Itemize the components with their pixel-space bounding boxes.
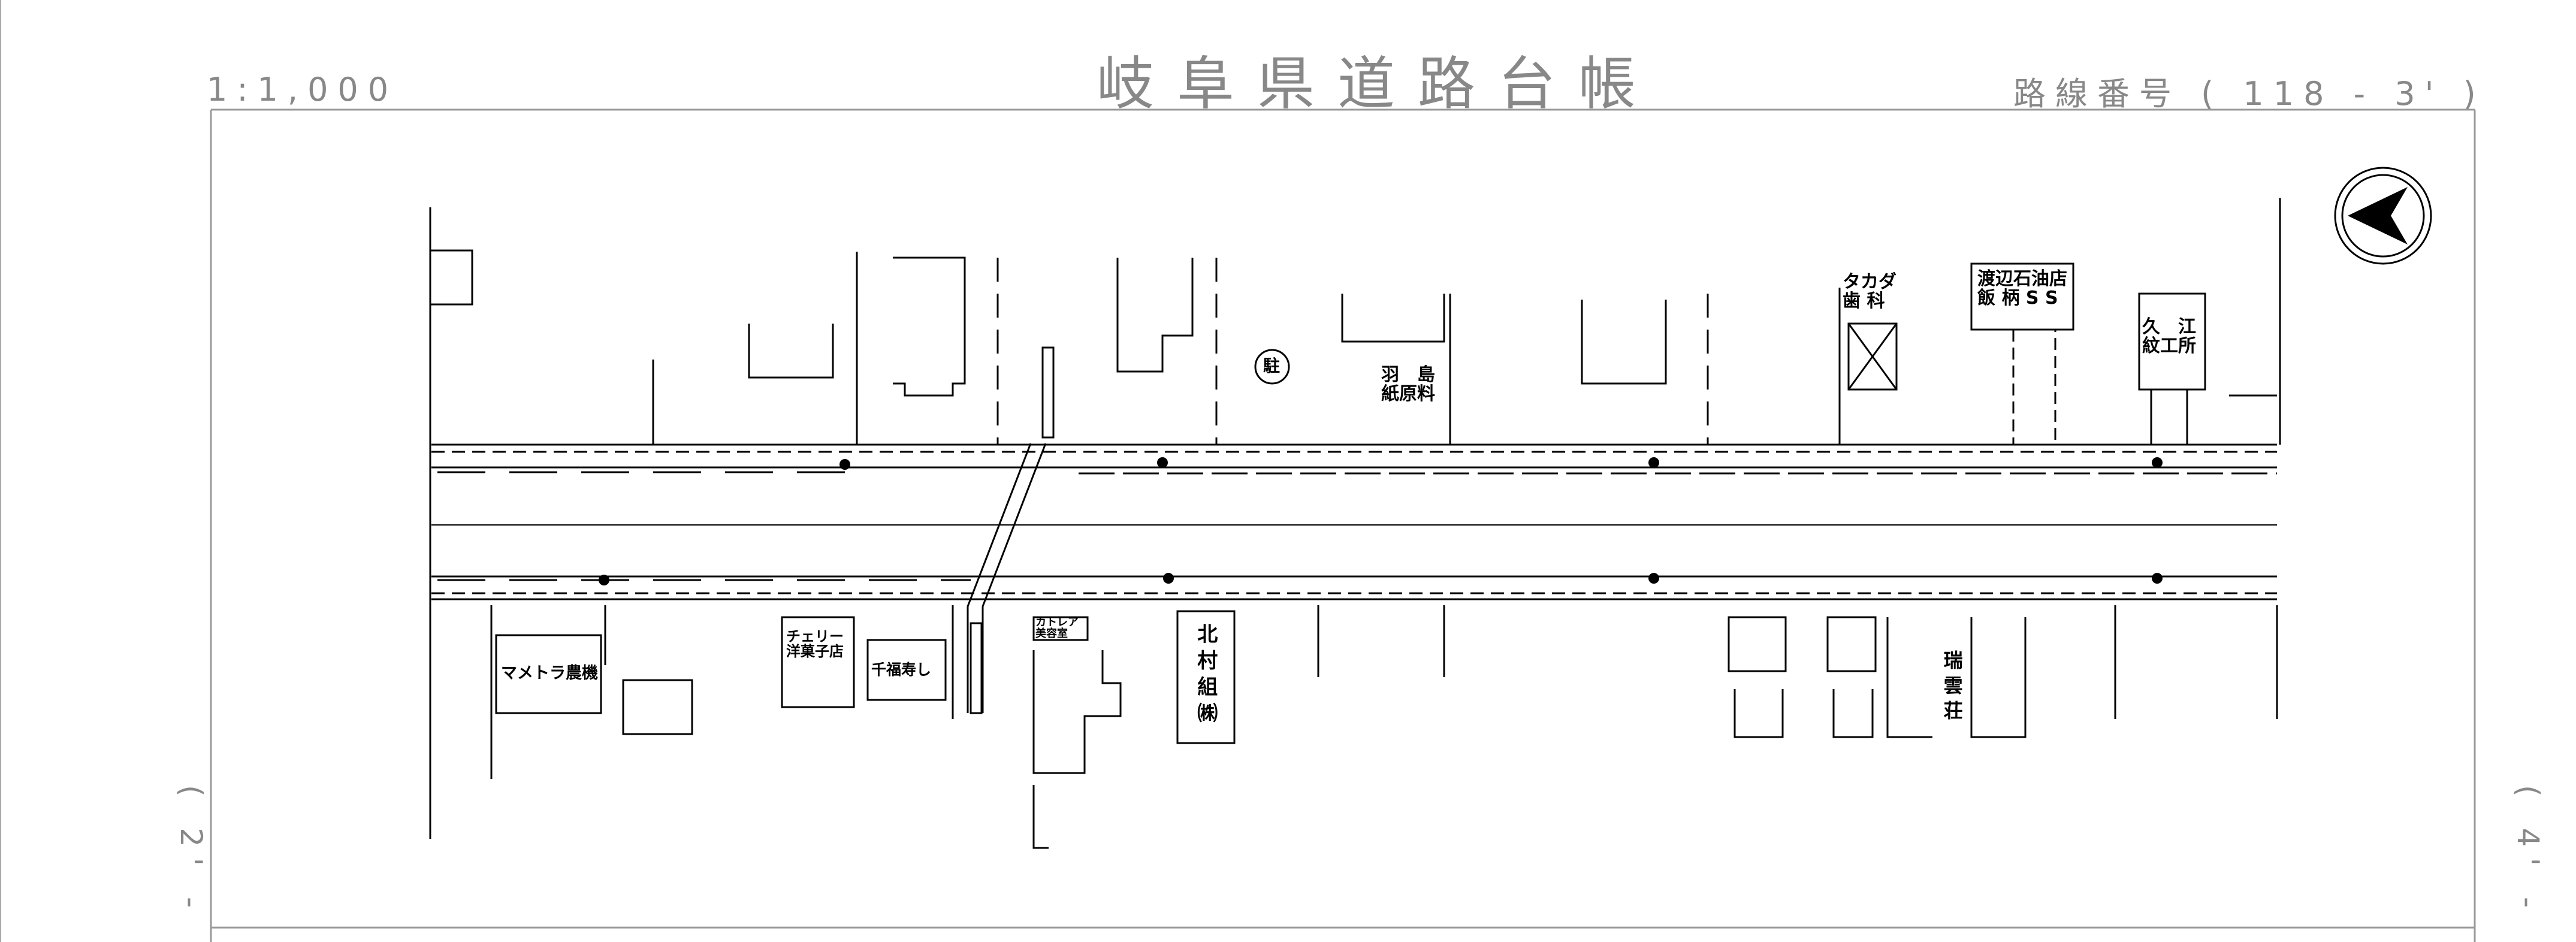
senpuku-sushi-label: 千福寿し xyxy=(871,661,932,678)
sheet-mark-left: ( 2' - xyxy=(174,785,209,919)
page-title: 岐阜県道路台帳 xyxy=(1097,50,1659,117)
parking-label: 駐 xyxy=(1263,356,1281,376)
kitamura-gumi-label: 北村組㈱ xyxy=(1193,623,1218,729)
cattleya-salon-label: カトレア 美容室 xyxy=(1035,616,1079,640)
sheet-mark-right: ( 4' - xyxy=(2511,785,2545,919)
takada-dental-label: タカダ 歯 科 xyxy=(1843,271,1896,312)
watanabe-oil-label: 渡辺石油店 飯 柄 S S xyxy=(1977,268,2067,309)
pedestrian-bridge xyxy=(967,346,1055,714)
south-parcels xyxy=(490,605,2278,849)
main-road xyxy=(431,443,2277,600)
hashima-paper-label: 羽 島 紙原料 xyxy=(1381,364,1435,404)
cherry-bakery-label: チェリー 洋菓子店 xyxy=(786,628,844,660)
mametora-label: マメトラ農機 xyxy=(501,664,598,683)
utility-poles xyxy=(599,457,2163,585)
north-parcels xyxy=(429,198,2281,839)
kue-crest-label: 久 江 紋工所 xyxy=(2142,316,2196,357)
route-number: 路線番号 ( 118 - 3' ) xyxy=(2013,75,2486,113)
zuiunso-label: 瑞雲荘 xyxy=(1940,650,1964,726)
north-arrow-icon xyxy=(2334,167,2432,265)
parking-icon xyxy=(1254,349,1290,385)
map-frame xyxy=(0,0,2476,942)
scale-label: 1:1,000 xyxy=(207,71,398,108)
